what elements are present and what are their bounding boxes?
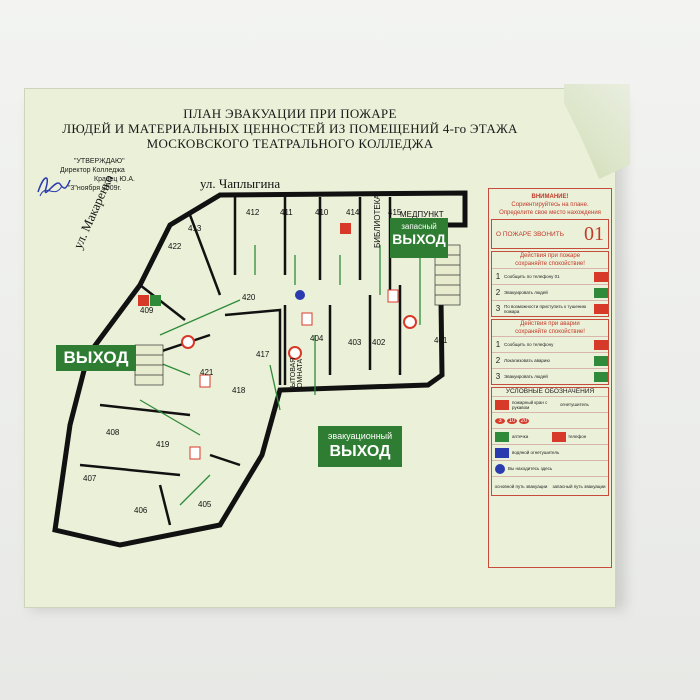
room-409: 409 [140,306,154,315]
outer-walls [52,190,468,548]
fire-call-label: О ПОЖАРЕ ЗВОНИТЬ [496,230,564,238]
fire-actions-box: Действия при пожаре сохраняйте спокойств… [491,251,609,317]
title-line-2: ЛЮДЕЙ И МАТЕРИАЛЬНЫХ ЦЕННОСТЕЙ ИЗ ПОМЕЩЕ… [62,121,518,136]
exit-evac-label: ВЫХОД [329,443,391,460]
fire-call-number: 01 [584,222,604,245]
symbol-row: водяной огнетушитель [492,444,608,460]
exit-evacuation: эвакуационный ВЫХОД [318,426,402,467]
approval-block: "УТВЕРЖДАЮ" Директор Колледжа Кравец Ю.А… [38,157,135,193]
capacity-row: 3 10 20 [492,412,608,428]
room-406: 406 [134,506,148,515]
phone-icon [594,271,608,282]
approval-heading: "УТВЕРЖДАЮ" [74,158,125,165]
room-419: 419 [156,440,170,449]
exit-icon [594,287,608,298]
fire-actions-title: Действия при пожаре [519,253,581,259]
exit-icon [594,371,608,382]
accident-actions-calm: сохраняйте спокойствие! [515,329,585,335]
phone-icon [552,431,566,442]
approval-name: Кравец Ю.А. [94,176,135,183]
phone-icon [594,339,608,350]
exit-main: ВЫХОД [56,345,136,371]
exit-spare-label: ВЫХОД [392,231,446,247]
you-are-here-icon [495,463,505,474]
water-extinguisher-icon [495,447,509,458]
fire-actions-calm: сохраняйте спокойствие! [515,261,585,267]
room-421: 421 [200,368,214,377]
room-415: 415 [388,208,402,217]
room-410: 410 [315,208,329,217]
room-418: 418 [232,386,246,395]
room-408: 408 [106,428,120,437]
label-household-room: БЫТОВАЯ КОМНАТА [290,357,304,392]
title-line-3: МОСКОВСКОГО ТЕАТРАЛЬНОГО КОЛЛЕДЖА [146,136,434,151]
label-library: БИБЛИОТЕКА [373,194,382,248]
approval-position: Директор Колледжа [60,167,125,174]
accident-actions-box: Действия при аварии сохраняйте спокойств… [491,319,609,385]
first-aid-icon [495,431,509,442]
street-top: ул. Чаплыгина [200,176,281,191]
signature-icon [37,177,71,197]
legend-locate: Определите свое место нахождения [499,210,601,216]
legend-attention: ВНИМАНИЕ! [531,194,569,200]
fire-equipment [138,223,417,460]
poster-title: ПЛАН ЭВАКУАЦИИ ПРИ ПОЖАРЕ ЛЮДЕЙ И МАТЕРИ… [30,106,550,151]
room-412: 412 [246,208,260,217]
symbol-row: Вы находитесь здесь [492,460,608,476]
extinguisher-icon [594,303,608,314]
legend-panel: ВНИМАНИЕ! Сориентируйтесь на плане. Опре… [488,188,612,568]
room-420: 420 [242,293,256,302]
legend-orient: Сориентируйтесь на плане. [511,202,589,208]
symbols-box: УСЛОВНЫЕ ОБОЗНАЧЕНИЯ пожарный кран с рук… [491,387,609,496]
hydrant-icon [495,399,509,410]
fire-call-box: О ПОЖАРЕ ЗВОНИТЬ 01 [491,219,609,249]
exit-spare: запасный ВЫХОД [390,218,448,258]
exit-spare-caption: запасный [401,222,437,231]
room-402: 402 [372,338,386,347]
room-417: 417 [256,350,270,359]
room-407: 407 [83,474,97,483]
room-401: 401 [434,336,448,345]
evacuation-routes [139,245,421,506]
room-413: 413 [188,224,202,233]
accident-actions-title: Действия при аварии [520,321,580,327]
exit-evac-caption: эвакуационный [327,431,393,441]
title-line-1: ПЛАН ЭВАКУАЦИИ ПРИ ПОЖАРЕ [183,106,397,121]
label-medpoint: МЕДПУНКТ [400,210,444,219]
room-414: 414 [346,208,360,217]
room-422: 422 [168,242,182,251]
room-403: 403 [348,338,362,347]
first-aid-icon [594,355,608,366]
room-405: 405 [198,500,212,509]
symbols-title: УСЛОВНЫЕ ОБОЗНАЧЕНИЯ [505,388,595,395]
floor-plan [52,190,468,548]
room-404: 404 [310,334,324,343]
approval-date: "3"ноября 2009г. [68,185,122,192]
room-411: 411 [280,208,293,217]
